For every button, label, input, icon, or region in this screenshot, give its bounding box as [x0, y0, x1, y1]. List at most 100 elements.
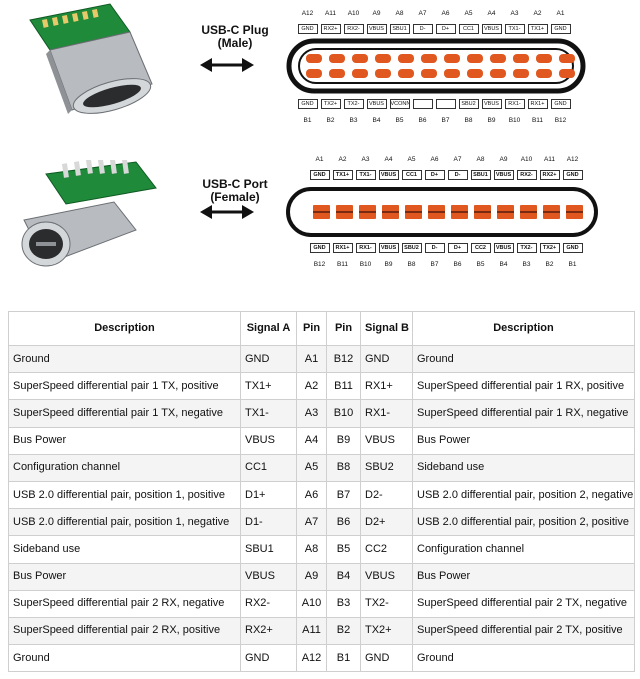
pin-number: A3 [510, 10, 519, 17]
pin-cell: SBU1 [388, 24, 411, 34]
cell-signal-a: VBUS [240, 426, 297, 455]
cell-description-b: Ground [412, 644, 635, 673]
pin-number: A12 [566, 156, 579, 163]
pin-number: B8 [464, 117, 473, 124]
cell-pin-a: A7 [296, 508, 327, 537]
pin-contact [490, 69, 506, 78]
pin-cell: B11 [331, 260, 354, 269]
pin-cell: VBUS [365, 24, 388, 34]
pin-cell: A11 [538, 155, 561, 164]
pin-signal-label: TX1+ [527, 24, 548, 34]
pin-signal-label: TX1+ [332, 170, 353, 180]
cell-pin-a: A6 [296, 480, 327, 510]
pin-cell: B5 [469, 260, 492, 269]
pin-signal-label: D+ [435, 24, 456, 34]
cell-pin-b: B10 [326, 399, 361, 428]
pin-number: A7 [453, 156, 462, 163]
pin-signal-label: SBU1 [389, 24, 410, 34]
pin-contact [375, 69, 391, 78]
pin-number: B5 [476, 261, 485, 268]
pin-contact [421, 54, 437, 63]
pin-cell: D- [423, 243, 446, 253]
pin-number: A10 [520, 156, 533, 163]
cell-description-a: Sideband use [8, 535, 241, 564]
pin-cell: VBUS [365, 99, 388, 109]
cell-description-a: Bus Power [8, 426, 241, 455]
pin-signal-label: RX2- [516, 170, 537, 180]
pin-cell: D+ [423, 170, 446, 180]
pin-contact-stripe [474, 211, 491, 213]
pin-signal-label: TX2+ [320, 99, 341, 109]
cell-description-a: SuperSpeed differential pair 1 TX, negat… [8, 399, 241, 428]
pin-contact-stripe [405, 211, 422, 213]
pin-signal-label: RX2+ [539, 170, 560, 180]
pin-contact-stripe [566, 211, 583, 213]
plug-title-text: USB-C Plug [201, 23, 269, 37]
cell-pin-a: A5 [296, 453, 327, 482]
pin-cell: B1 [296, 116, 319, 125]
pin-cell: VBUS [492, 170, 515, 180]
pin-cell: RX2- [342, 24, 365, 34]
pin-cell: GND [549, 99, 572, 109]
cell-pin-b: B3 [326, 589, 361, 618]
cell-pin-b: B4 [326, 562, 361, 591]
pin-cell: CC2 [469, 243, 492, 253]
cell-signal-b: GND [360, 644, 413, 673]
pin-contact [444, 69, 460, 78]
pin-number: A4 [384, 156, 393, 163]
cell-signal-a: GND [240, 644, 297, 673]
cell-pin-a: A10 [296, 589, 327, 618]
pin-number: B12 [554, 117, 567, 124]
pin-cell: RX2+ [538, 170, 561, 180]
pin-number: A1 [556, 10, 565, 17]
pin-number: A10 [347, 10, 360, 17]
pin-cell: A8 [469, 155, 492, 164]
cell-description-b: SuperSpeed differential pair 1 RX, negat… [412, 399, 635, 428]
cell-signal-a: VBUS [240, 562, 297, 591]
pin-cell: B3 [342, 116, 365, 125]
pin-signal-label: GND [550, 24, 571, 34]
pin-cell: VBUS [377, 243, 400, 253]
pin-contact [329, 69, 345, 78]
pin-signal-label: GND [297, 24, 318, 34]
cell-description-a: USB 2.0 differential pair, position 1, n… [8, 508, 241, 537]
pin-cell: CC1 [400, 170, 423, 180]
pin-cell: RX1- [503, 99, 526, 109]
pin-cell: GND [308, 243, 331, 253]
cell-pin-a: A8 [296, 535, 327, 564]
plug-subtitle-text: (Male) [217, 36, 253, 50]
pin-cell: A6 [423, 155, 446, 164]
pin-contact [559, 54, 575, 63]
pin-cell: B11 [526, 116, 549, 125]
double-arrow-icon [200, 205, 254, 219]
pin-cell: TX1- [354, 170, 377, 180]
pin-number: B4 [372, 117, 381, 124]
pin-cell: B2 [538, 260, 561, 269]
cell-signal-a: TX1+ [240, 372, 297, 401]
pin-cell: RX2- [515, 170, 538, 180]
cell-signal-b: TX2- [360, 589, 413, 618]
pin-signal-label: RX1- [504, 99, 525, 109]
pin-cell: A12 [296, 9, 319, 18]
pin-contact [306, 54, 322, 63]
pin-cell: A3 [503, 9, 526, 18]
pin-cell: RX1+ [331, 243, 354, 253]
pin-contact [490, 54, 506, 63]
pin-cell: A5 [457, 9, 480, 18]
pin-number: B11 [531, 117, 544, 124]
cell-description-b: Configuration channel [412, 535, 635, 564]
cell-pin-a: A9 [296, 562, 327, 591]
pin-number: B3 [522, 261, 531, 268]
pin-cell: GND [296, 99, 319, 109]
pin-signal-label: D- [447, 170, 468, 180]
cell-pin-a: A11 [296, 616, 327, 646]
pin-signal-label: CC2 [470, 243, 491, 253]
pin-cell: B2 [319, 116, 342, 125]
header-description-a: Description [8, 311, 241, 346]
pin-signal-label: GND [562, 243, 583, 253]
table-row: SuperSpeed differential pair 1 TX, posit… [8, 372, 635, 401]
